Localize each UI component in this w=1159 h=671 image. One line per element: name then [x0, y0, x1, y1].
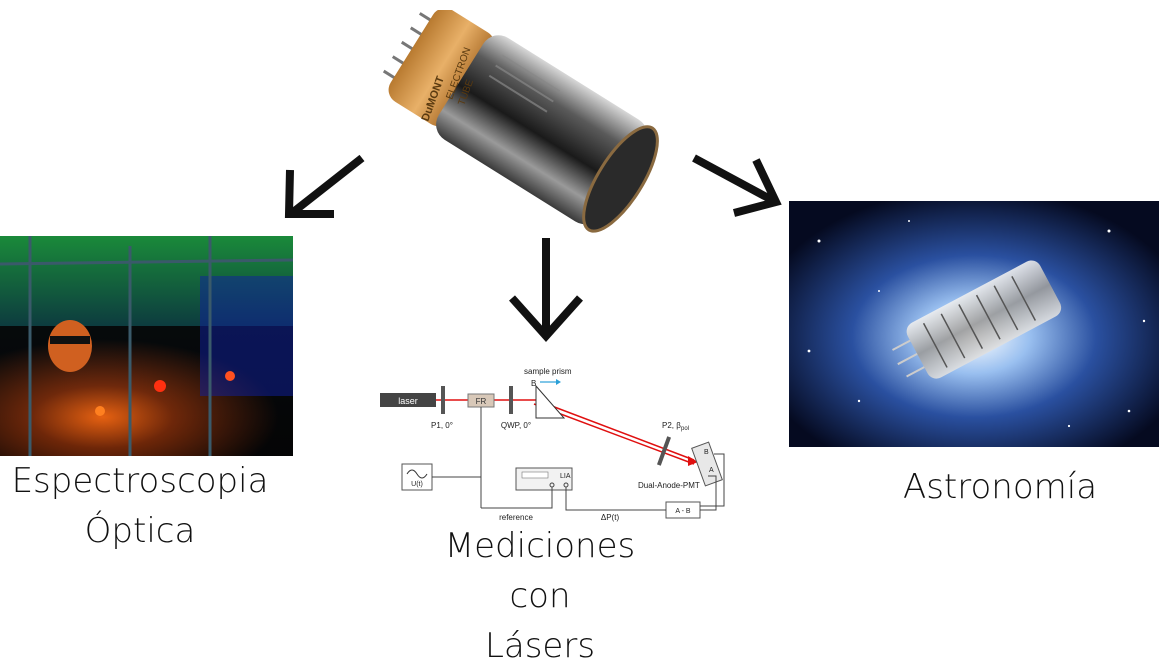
caption-lasers-line1: Mediciones con — [444, 526, 636, 616]
anode-a-label: A — [709, 467, 714, 474]
caption-astronomy: Astronomía — [880, 462, 1120, 512]
quarter-wave-plate — [509, 386, 513, 414]
optics-lab-photo — [0, 236, 293, 456]
lia-label: LIA — [560, 473, 571, 480]
arrow-to-lasers — [509, 238, 583, 342]
caption-optics: Espectroscopia Óptica — [10, 456, 270, 556]
reference-label: reference — [499, 513, 533, 522]
photomultiplier-tube: DuMONT ELECTRON TUBE — [382, 10, 659, 233]
prism-label: sample prism — [524, 367, 572, 376]
p2-sub-label: pol — [681, 426, 689, 432]
sample-prism — [535, 384, 566, 419]
diff-label: A - B — [675, 508, 691, 515]
caption-astronomy-line1: Astronomía — [902, 467, 1098, 507]
galaxy-photo — [789, 201, 1159, 447]
lia-display — [521, 471, 549, 479]
b-field-arrowhead — [556, 379, 561, 385]
arrow-to-optics — [284, 154, 365, 218]
laser-box — [380, 393, 436, 407]
sine-icon — [406, 469, 428, 479]
caption-optics-line1: Espectroscopia — [11, 461, 269, 501]
qwp-label: QWP, 0° — [501, 421, 531, 430]
polarizer-p1 — [441, 386, 445, 414]
pmt-label: Dual-Anode-PMT — [638, 481, 700, 490]
laser-label: laser — [398, 396, 418, 406]
signal-source — [401, 463, 433, 491]
caption-lasers: Mediciones con Lásers — [410, 521, 670, 671]
wiring — [432, 407, 725, 511]
source-label: U(t) — [411, 481, 423, 488]
polarizer-p2 — [656, 436, 672, 466]
laser-beam-2a — [535, 399, 695, 461]
p1-label: P1, 0° — [431, 421, 453, 430]
delta-p-label: ΔP(t) — [601, 513, 620, 522]
laser-setup-diagram: laser P1, 0° FR QWP, 0° sample prism B P… — [380, 367, 725, 522]
b-field-label: B — [531, 379, 536, 388]
caption-lasers-line2: Lásers — [484, 626, 596, 666]
beam-arrowhead — [688, 456, 698, 466]
p2-label: P2, β — [662, 421, 681, 430]
anode-b-label: B — [704, 449, 709, 456]
arrows-layer — [284, 154, 782, 342]
dual-anode-pmt — [691, 441, 723, 487]
arrow-to-astronomy — [692, 154, 782, 217]
fr-label: FR — [476, 397, 487, 406]
caption-optics-line2: Óptica — [84, 511, 196, 551]
